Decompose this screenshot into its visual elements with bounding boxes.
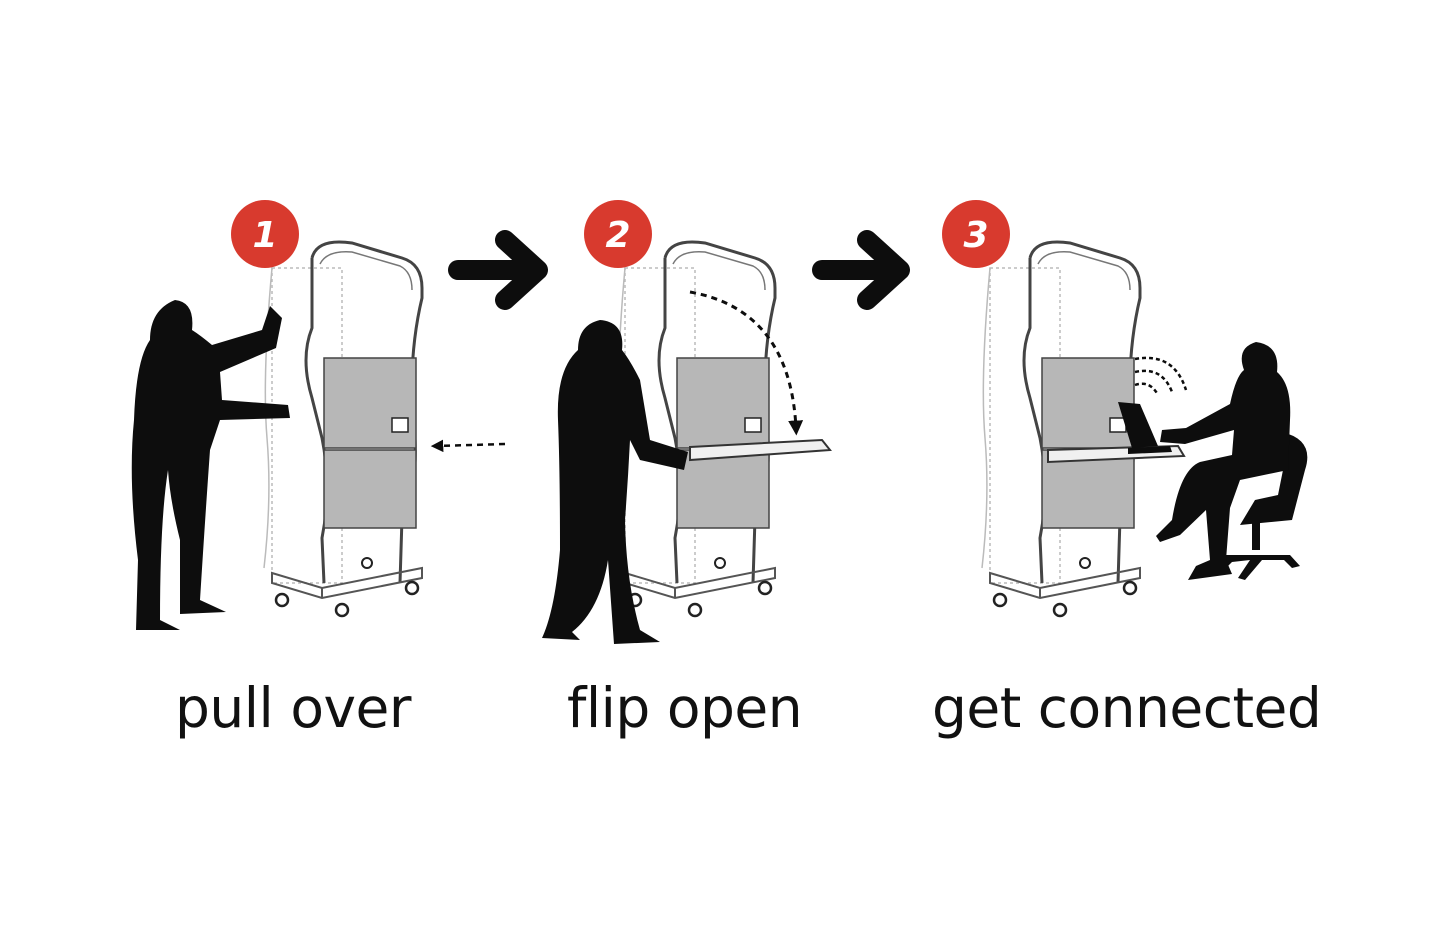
office-chair-icon: [1224, 432, 1308, 580]
arrow-right-icon: [812, 230, 910, 310]
step-badge-3: [942, 200, 1010, 268]
step-3-group: 3: [942, 200, 1308, 618]
step-1-group: 1: [131, 200, 506, 630]
dashed-arrow-icon: [689, 290, 804, 436]
laptop-icon: [1118, 402, 1172, 454]
step-label-get-connected: get connected: [932, 676, 1322, 740]
step-2-group: 2: [542, 200, 832, 644]
step-badge-2: [584, 200, 652, 268]
step-number-2: 2: [605, 215, 630, 256]
step-label-pull-over: pull over: [175, 676, 411, 740]
step-label-flip-open: flip open: [567, 676, 803, 740]
workstation-cabinet-1: [262, 240, 424, 618]
dashed-arrow-icon: [430, 439, 506, 453]
step-number-1: 1: [252, 215, 277, 256]
wifi-signal-icon: [1134, 356, 1188, 396]
step-badge-1: [231, 200, 299, 268]
person-seated-icon: [1156, 342, 1291, 580]
workstation-cabinet-3: [980, 240, 1142, 618]
step-number-3: 3: [963, 215, 988, 256]
person-standing-icon: [542, 320, 688, 644]
arrow-right-icon: [448, 230, 548, 310]
person-pushing-icon: [131, 300, 290, 630]
desk-surface: [689, 438, 832, 462]
